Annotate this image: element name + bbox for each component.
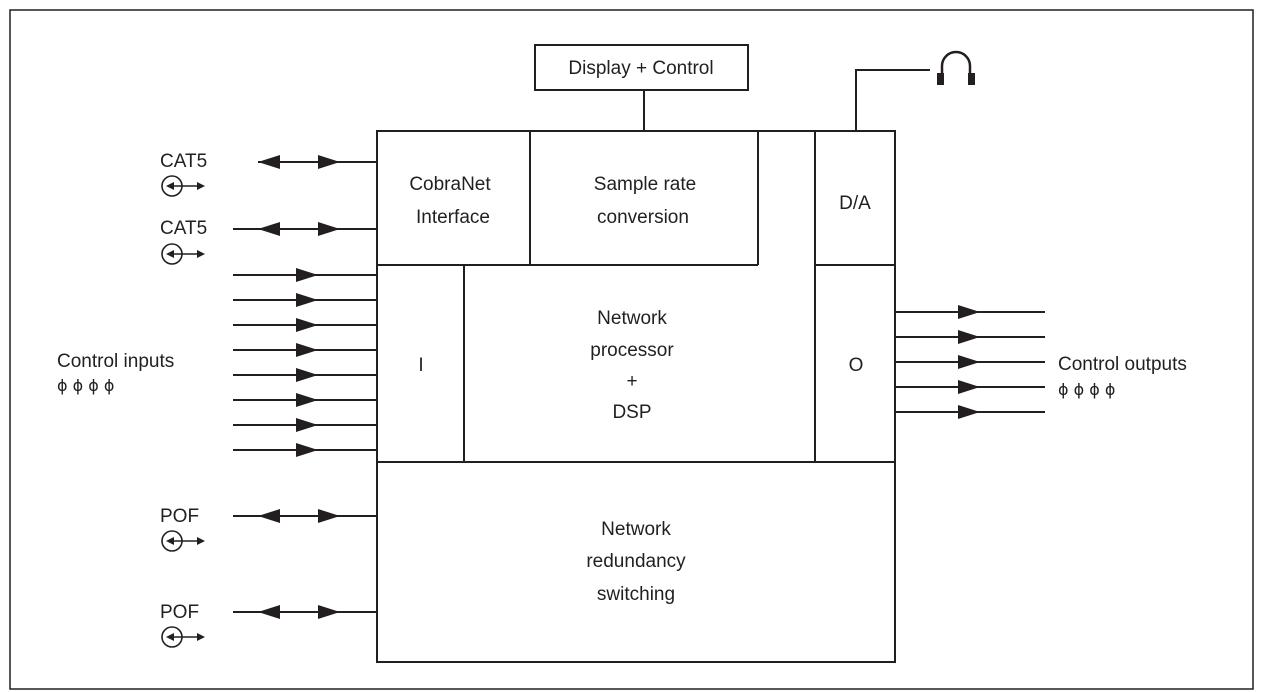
cat5-label-1: CAT5: [160, 151, 207, 172]
control-outputs-label: Control outputs: [1058, 354, 1187, 375]
connector-icon: [161, 626, 205, 648]
sample-rate-label-line2: conversion: [597, 207, 689, 228]
processor-label-line3: +: [626, 371, 637, 392]
input-block-label: I: [418, 355, 423, 376]
processor-label-line1: Network: [597, 308, 667, 329]
control-inputs-label: Control inputs: [57, 351, 174, 372]
processor-label-line2: processor: [590, 340, 674, 361]
cat5-label-2: CAT5: [160, 218, 207, 239]
pof-arrow-left-1: [258, 509, 280, 523]
cobranet-label-line2: Interface: [416, 207, 490, 228]
cat5-arrow-left-2: [258, 222, 280, 236]
pof-label-2: POF: [160, 602, 199, 623]
headphone-link: [855, 69, 930, 131]
display-control-label: Display + Control: [568, 58, 713, 79]
cat5-arrow-right-1: [318, 155, 340, 169]
headphones-icon: [937, 50, 975, 85]
sample-rate-label-line1: Sample rate: [594, 174, 696, 195]
control-output-lines: [895, 305, 1045, 419]
cobranet-label-line1: CobraNet: [409, 174, 491, 195]
redundancy-label-line1: Network: [601, 519, 671, 540]
display-control-block: [534, 44, 749, 91]
processor-label-line4: DSP: [612, 402, 651, 423]
output-block-label: O: [849, 355, 864, 376]
pof-label-1: POF: [160, 506, 199, 527]
pof-arrow-left-2: [258, 605, 280, 619]
da-label: D/A: [839, 193, 871, 214]
redundancy-label-line2: redundancy: [586, 551, 686, 572]
control-input-lines: [233, 268, 377, 457]
pof-arrow-right-2: [318, 605, 340, 619]
cat5-arrow-left-1: [258, 155, 280, 169]
connector-icon: [161, 530, 205, 552]
redundancy-label-line3: switching: [597, 584, 675, 605]
pof-arrow-right-1: [318, 509, 340, 523]
connector-icon: [161, 243, 205, 265]
connector-icon: [161, 175, 205, 197]
control-inputs-symbols: ϕ ϕ ϕ ϕ: [57, 376, 114, 395]
control-outputs-symbols: ϕ ϕ ϕ ϕ: [1058, 380, 1115, 399]
cat5-arrow-right-2: [318, 222, 340, 236]
